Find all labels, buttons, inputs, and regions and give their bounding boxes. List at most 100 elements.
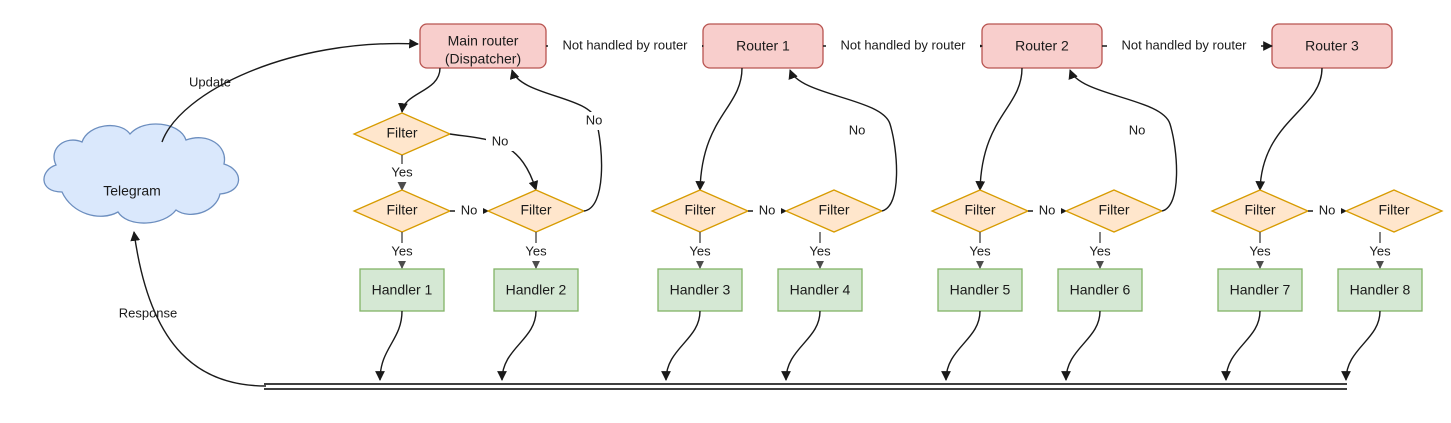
yes-backdrop-7 (1084, 243, 1118, 261)
handler-2-to-bus-edge (497, 310, 537, 381)
filter-5-yes-label: Yes (809, 243, 831, 258)
handler-7-to-bus-edge (1221, 310, 1261, 381)
no-backdrop-8 (1313, 202, 1341, 220)
filter-5-no-label: No (849, 122, 866, 137)
handler-1-to-bus-edge (375, 310, 403, 381)
not-handled-label-3-text: Not handled by router (1121, 37, 1247, 52)
telegram-source-node[interactable]: Telegram (43, 123, 240, 224)
router-1-to-filter-edge (695, 67, 743, 191)
handler-5-to-bus-edge (941, 310, 981, 381)
yes-backdrop-1 (386, 164, 420, 182)
filter-8-label: Filter (1244, 202, 1275, 218)
filter-diamond-7 (1064, 189, 1164, 233)
no-backdrop-7 (1123, 122, 1151, 140)
filter-5-label: Filter (818, 202, 849, 218)
filter-9-yes-label: Yes (1369, 243, 1391, 258)
filter-3-yes-label: Yes (525, 243, 547, 258)
handler-3-label: Handler 3 (670, 282, 731, 298)
handler-2-label: Handler 2 (506, 282, 567, 298)
filter-node-6[interactable]: Filter (930, 189, 1030, 233)
filter-2-label: Filter (386, 202, 417, 218)
yes-backdrop-8 (1244, 243, 1278, 261)
handler-box-2 (493, 268, 579, 312)
handler-7-label: Handler 7 (1230, 282, 1291, 298)
router-node-1[interactable]: Router 1 (702, 23, 824, 69)
filter-1-label: Filter (386, 125, 417, 141)
filter-3-no-label: No (586, 112, 603, 127)
handler-4-label: Handler 4 (790, 282, 851, 298)
no-backdrop-4 (753, 202, 781, 220)
filter-4-no-label: No (759, 202, 776, 217)
handler-6-to-bus-edge (1061, 310, 1101, 381)
handler-box-1 (359, 268, 445, 312)
handler-box-8 (1337, 268, 1423, 312)
handler-6-label: Handler 6 (1070, 282, 1131, 298)
not-handled-label-1-text: Not handled by router (562, 37, 688, 52)
yes-backdrop-9 (1364, 243, 1398, 261)
handler-box-5 (937, 268, 1023, 312)
router-3-label: Router 3 (1305, 38, 1359, 54)
handler-node-4[interactable]: Handler 4 (777, 268, 863, 312)
no-backdrop-1 (486, 133, 514, 151)
filter-9-label: Filter (1378, 202, 1409, 218)
filter-1-no-label: No (492, 133, 509, 148)
no-backdrop-3 (580, 112, 608, 130)
router-node-main[interactable]: Main router (Dispatcher) (419, 23, 547, 69)
filter-7-yes-label: Yes (1089, 243, 1111, 258)
handler-5-label: Handler 5 (950, 282, 1011, 298)
router-main-label-line2: (Dispatcher) (445, 51, 521, 67)
label-backdrop-2 (826, 36, 980, 56)
router-1-label: Router 1 (736, 38, 790, 54)
handler-8-to-bus-edge (1341, 310, 1381, 381)
no-backdrop-2 (455, 202, 483, 220)
handler-node-7[interactable]: Handler 7 (1217, 268, 1303, 312)
filter-6-no-label: No (1039, 202, 1056, 217)
no-backdrop-5 (843, 122, 871, 140)
handler-4-to-bus-edge (781, 310, 821, 381)
filter-node-5[interactable]: Filter (784, 189, 884, 233)
filter-7-no-feedback-edge (1068, 69, 1178, 212)
filter-node-9[interactable]: Filter (1344, 189, 1444, 233)
filter-node-3[interactable]: Filter (486, 189, 586, 233)
yes-backdrop-5 (804, 243, 838, 261)
filter-8-yes-label: Yes (1249, 243, 1271, 258)
filter-node-4[interactable]: Filter (650, 189, 750, 233)
filter-3-no-feedback-edge (509, 69, 603, 212)
filter-7-no-label: No (1129, 122, 1146, 137)
handler-box-7 (1217, 268, 1303, 312)
handler-node-8[interactable]: Handler 8 (1337, 268, 1423, 312)
filter-4-yes-label: Yes (689, 243, 711, 258)
handler-8-label: Handler 8 (1350, 282, 1411, 298)
filter-7-label: Filter (1098, 202, 1129, 218)
response-edge (130, 231, 267, 387)
handler-node-5[interactable]: Handler 5 (937, 268, 1023, 312)
router-2-label: Router 2 (1015, 38, 1069, 54)
filter-node-7[interactable]: Filter (1064, 189, 1164, 233)
router-2-to-filter-edge (975, 67, 1023, 191)
filter-6-yes-label: Yes (969, 243, 991, 258)
update-edge (161, 38, 419, 143)
filter-6-label: Filter (964, 202, 995, 218)
handler-node-1[interactable]: Handler 1 (359, 268, 445, 312)
filter-diamond-9 (1344, 189, 1444, 233)
filter-2-no-label: No (461, 202, 478, 217)
handler-node-2[interactable]: Handler 2 (493, 268, 579, 312)
router-node-3[interactable]: Router 3 (1271, 23, 1393, 69)
router-node-2[interactable]: Router 2 (981, 23, 1103, 69)
filter-node-2[interactable]: Filter (352, 189, 452, 233)
handler-node-3[interactable]: Handler 3 (657, 268, 743, 312)
yes-backdrop-3 (520, 243, 554, 261)
handler-3-to-bus-edge (661, 310, 701, 381)
filter-node-1[interactable]: Filter (352, 112, 452, 156)
not-handled-label-2-text: Not handled by router (840, 37, 966, 52)
yes-backdrop-4 (684, 243, 718, 261)
label-backdrop-3 (1107, 36, 1261, 56)
label-backdrop-1 (548, 36, 702, 56)
yes-backdrop-2 (386, 243, 420, 261)
main-to-filter-a-edge (398, 67, 441, 113)
handler-node-6[interactable]: Handler 6 (1057, 268, 1143, 312)
yes-backdrop-6 (964, 243, 998, 261)
filter-node-8[interactable]: Filter (1210, 189, 1310, 233)
